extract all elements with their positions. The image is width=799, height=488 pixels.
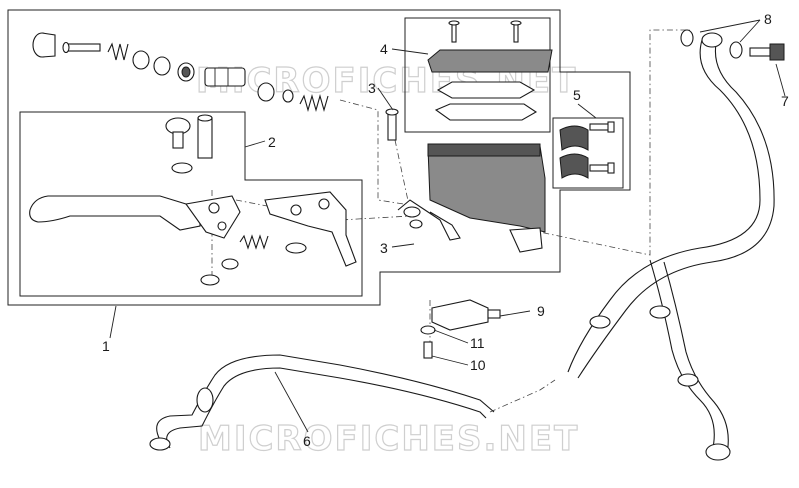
leader-4 [391, 48, 429, 55]
callout-10[interactable]: 10 [470, 357, 486, 373]
leader-7 [775, 63, 786, 97]
assembly-line [339, 99, 411, 206]
assembly-line [235, 199, 411, 221]
right-hose-part [567, 32, 775, 461]
piston-seal-part [257, 82, 275, 102]
callout-3-upper[interactable]: 3 [368, 80, 376, 96]
lever-washer-part [285, 242, 307, 254]
callout-4[interactable]: 4 [380, 41, 388, 57]
callout-7[interactable]: 7 [781, 93, 789, 109]
callout-1[interactable]: 1 [102, 338, 110, 354]
leader-3b [391, 243, 415, 248]
banjo-bolt-part [749, 43, 785, 61]
callout-5[interactable]: 5 [573, 87, 581, 103]
banjo-washers-part [680, 29, 743, 59]
assembly-line [394, 139, 411, 211]
lever-box-2 [19, 111, 363, 297]
leader-3a [377, 87, 394, 111]
assembly-line [529, 29, 690, 256]
lower-hose-part [149, 354, 495, 451]
assembly-box-1 [7, 9, 631, 306]
callout-8[interactable]: 8 [764, 11, 772, 27]
reservoir-cap-part [427, 20, 553, 121]
watermark-bottom: MICROFICHES.NET [198, 419, 579, 459]
master-cylinder-part [385, 108, 546, 253]
leader-8 [699, 19, 761, 43]
leader-6 [274, 371, 309, 433]
lever-spring-part [239, 234, 269, 250]
brake-lever-part [29, 195, 241, 239]
callout-9[interactable]: 9 [537, 303, 545, 319]
lower-circlip-part [200, 274, 220, 286]
leader-10 [431, 355, 469, 366]
piston-part [204, 67, 246, 87]
snap-ring-part [221, 258, 239, 270]
stop-switch-part [420, 299, 501, 359]
circlip-part [153, 56, 171, 76]
lever-bracket-part [264, 191, 357, 267]
return-spring-part [299, 93, 329, 113]
pivot-pin-part [62, 41, 101, 54]
seal-center [181, 66, 191, 78]
cup-washer-part [282, 89, 294, 103]
clamp-box-5 [552, 117, 624, 189]
leader-2 [244, 140, 266, 148]
leader-9 [499, 310, 531, 317]
spring-small-part [107, 42, 129, 61]
washer-part [132, 50, 150, 70]
callout-6[interactable]: 6 [303, 433, 311, 449]
assembly-line [489, 379, 556, 413]
callout-3-lower[interactable]: 3 [380, 240, 388, 256]
leader-1 [109, 305, 117, 339]
dust-cap-part [32, 32, 56, 58]
clamp-part [559, 121, 615, 179]
leader-11 [433, 329, 469, 344]
callout-2[interactable]: 2 [268, 134, 276, 150]
callout-11[interactable]: 11 [470, 335, 485, 351]
adjuster-knob-part [165, 117, 193, 174]
bushing-part [197, 114, 213, 159]
leader-5 [577, 103, 597, 119]
reservoir-cap-box-4 [404, 17, 551, 133]
